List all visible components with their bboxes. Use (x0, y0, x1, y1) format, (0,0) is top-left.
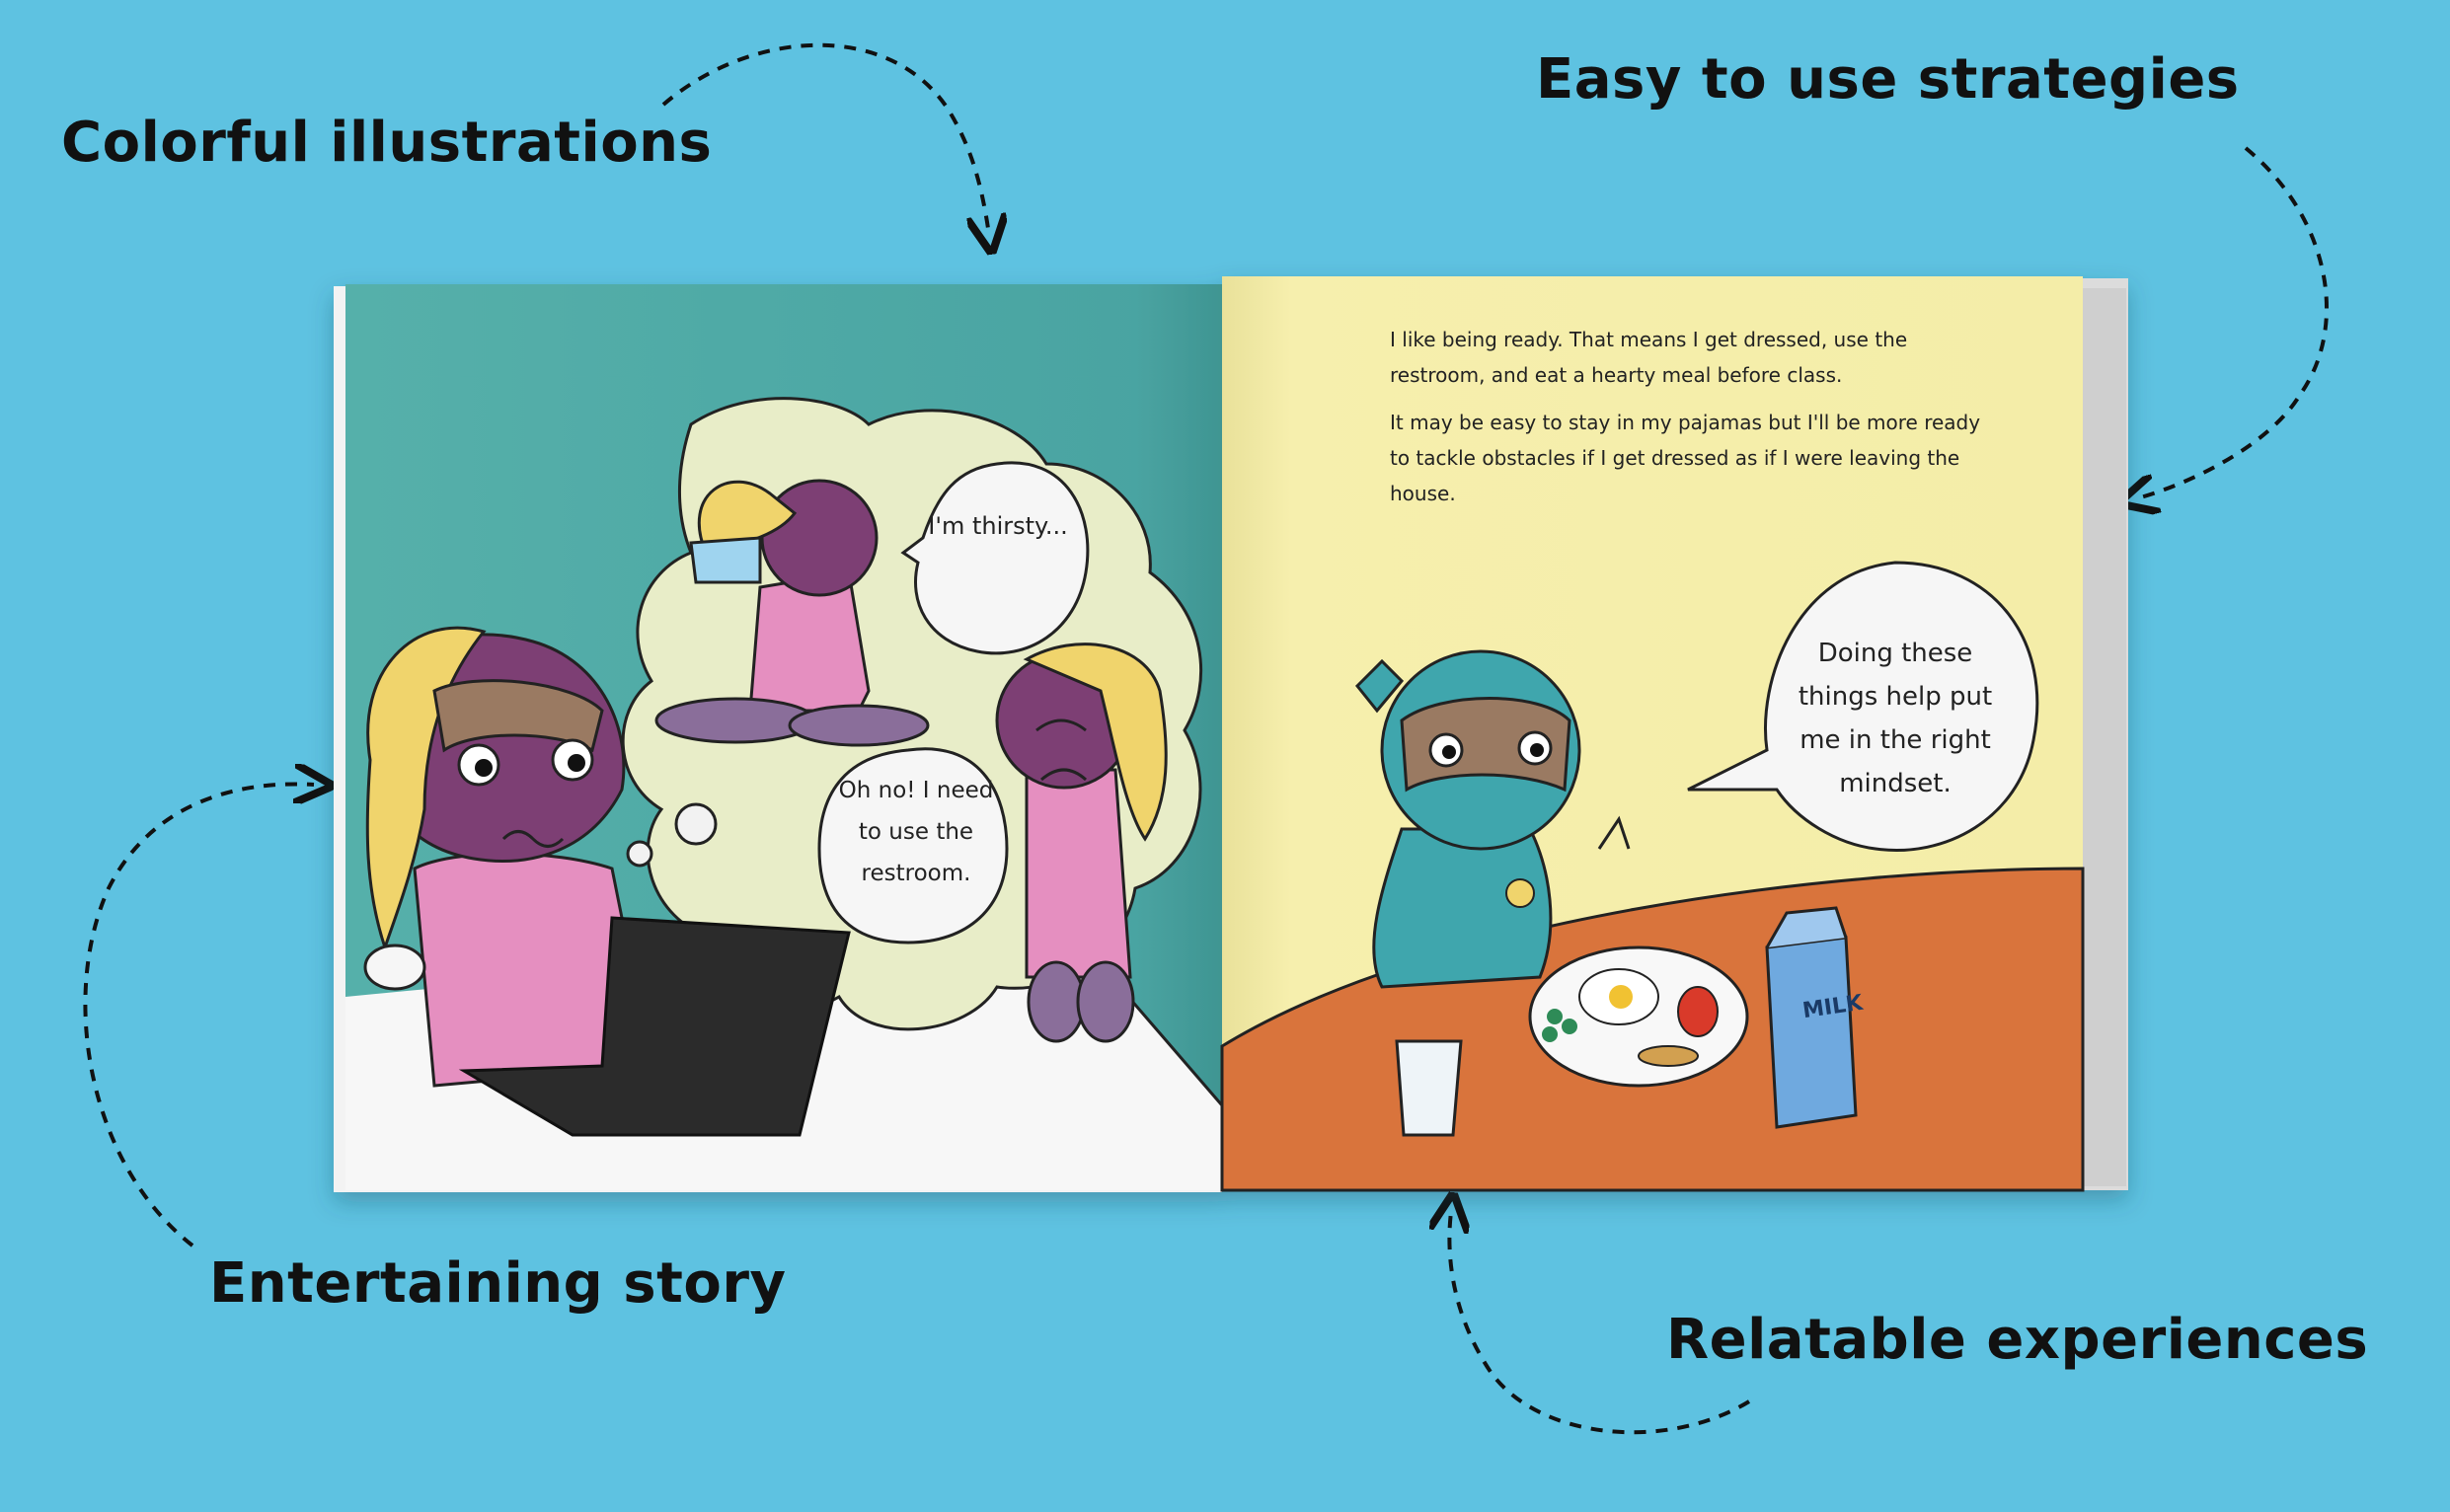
bubble-thirsty-shape (900, 461, 1090, 655)
arrow-colorful (661, 42, 989, 235)
callout-relatable-experiences: Relatable experiences (1666, 1308, 2369, 1372)
arrow-strategies (2137, 146, 2329, 498)
bubble-thirsty: I'm thirsty... (928, 512, 1068, 540)
ninja-character (1354, 649, 1631, 989)
bubble-ready: Doing these things help put me in the ri… (1798, 639, 1993, 798)
thought-figure-restroom (995, 643, 1168, 1043)
milk-carton (1765, 936, 1858, 1129)
character-laptop (363, 626, 653, 1088)
glass (1395, 1039, 1463, 1137)
laptop (458, 916, 851, 1137)
arrow-relatable (1449, 1212, 1751, 1435)
callout-colorful-illustrations: Colorful illustrations (61, 111, 713, 175)
right-page-text-2: It may be easy to stay in my pajamas but… (1390, 411, 1981, 505)
bubble-restroom: Oh no! I need to use the restroom. (838, 778, 994, 886)
thought-figure-drinking (654, 479, 930, 747)
callout-easy-strategies: Easy to use strategies (1536, 47, 2240, 112)
arrow-story (83, 784, 314, 1247)
bubble-restroom-shape (817, 747, 1009, 945)
callout-entertaining-story: Entertaining story (209, 1251, 787, 1316)
bubble-ready-shape (1687, 561, 2039, 852)
right-page-text-1: I like being ready. That means I get dre… (1390, 328, 1908, 387)
